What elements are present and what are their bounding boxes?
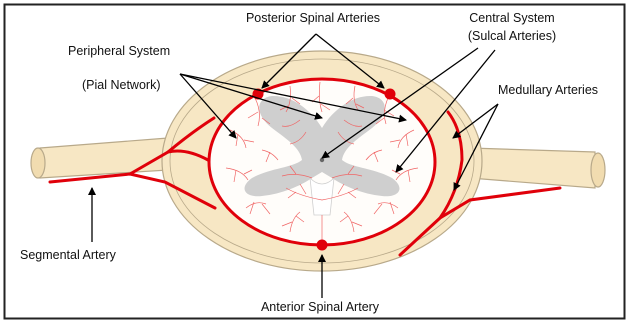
label-anterior-spinal-artery: Anterior Spinal Artery xyxy=(261,301,379,314)
right-posterior-spinal-artery xyxy=(385,89,396,100)
label-segmental-artery: Segmental Artery xyxy=(20,249,116,262)
anterior-spinal-artery-dot xyxy=(317,240,328,251)
right-nerve-root-end xyxy=(591,153,605,187)
label-peripheral-system: Peripheral System xyxy=(68,45,170,58)
label-sulcal-arteries: (Sulcal Arteries) xyxy=(468,30,556,43)
label-medullary-arteries: Medullary Arteries xyxy=(498,84,598,97)
label-central-system: Central System xyxy=(469,12,554,25)
label-posterior-spinal-arteries: Posterior Spinal Arteries xyxy=(246,12,380,25)
left-nerve-root-end xyxy=(31,148,45,178)
label-pial-network: (Pial Network) xyxy=(82,79,161,92)
central-canal xyxy=(320,158,324,162)
